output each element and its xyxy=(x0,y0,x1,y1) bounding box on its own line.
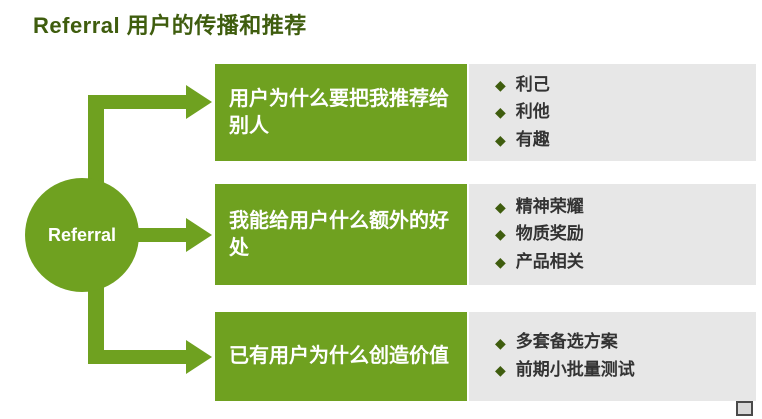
diagram-row-1: 用户为什么要把我推荐给别人 ◆ 利己 ◆ 利他 ◆ 有趣 xyxy=(215,64,756,161)
question-text-1: 用户为什么要把我推荐给别人 xyxy=(229,87,449,137)
list-item: ◆ 有趣 xyxy=(495,128,746,153)
bullet-text: 有趣 xyxy=(515,129,550,149)
question-box-1: 用户为什么要把我推荐给别人 xyxy=(215,64,467,161)
diamond-bullet-icon: ◆ xyxy=(495,362,506,379)
bullet-text: 产品相关 xyxy=(515,251,584,271)
list-item: ◆ 精神荣耀 xyxy=(495,195,746,220)
list-item: ◆ 利己 xyxy=(495,73,746,98)
diamond-bullet-icon: ◆ xyxy=(495,131,506,148)
page-title: Referral 用户的传播和推荐 xyxy=(33,13,307,38)
diamond-bullet-icon: ◆ xyxy=(495,104,506,121)
arrow-bottom-shaft xyxy=(88,350,188,364)
question-text-3: 已有用户为什么创造价值 xyxy=(229,345,449,367)
diamond-bullet-icon: ◆ xyxy=(495,76,506,93)
arrow-top-head-icon xyxy=(186,85,212,119)
diamond-bullet-icon: ◆ xyxy=(495,198,506,215)
answer-box-1: ◆ 利己 ◆ 利他 ◆ 有趣 xyxy=(469,64,756,161)
diagram-row-2: 我能给用户什么额外的好处 ◆ 精神荣耀 ◆ 物质奖励 ◆ 产品相关 xyxy=(215,184,756,285)
diamond-bullet-icon: ◆ xyxy=(495,253,506,270)
bullet-text: 多套备选方案 xyxy=(515,332,618,352)
diamond-bullet-icon: ◆ xyxy=(495,226,506,243)
question-text-2: 我能给用户什么额外的好处 xyxy=(229,209,449,259)
bullet-text: 利己 xyxy=(515,74,550,94)
bullet-text: 物质奖励 xyxy=(515,224,584,244)
diagram-row-3: 已有用户为什么创造价值 ◆ 多套备选方案 ◆ 前期小批量测试 xyxy=(215,312,756,401)
question-box-3: 已有用户为什么创造价值 xyxy=(215,312,467,401)
arrow-bottom xyxy=(88,340,212,374)
bullet-text: 利他 xyxy=(515,102,550,122)
list-item: ◆ 多套备选方案 xyxy=(495,330,746,355)
list-item: ◆ 物质奖励 xyxy=(495,222,746,247)
referral-circle-label: Referral xyxy=(47,224,117,245)
arrow-bottom-head-icon xyxy=(186,340,212,374)
arrow-top-shaft xyxy=(88,95,188,109)
answer-box-3: ◆ 多套备选方案 ◆ 前期小批量测试 xyxy=(469,312,756,401)
bullet-text: 精神荣耀 xyxy=(515,196,584,216)
arrow-middle-head-icon xyxy=(186,218,212,252)
list-item: ◆ 前期小批量测试 xyxy=(495,358,746,383)
bullet-text: 前期小批量测试 xyxy=(515,360,635,379)
arrow-top xyxy=(88,85,212,119)
question-box-2: 我能给用户什么额外的好处 xyxy=(215,184,467,285)
referral-circle: Referral xyxy=(25,178,139,292)
diamond-bullet-icon: ◆ xyxy=(495,334,506,351)
list-item: ◆ 利他 xyxy=(495,100,746,125)
answer-box-2: ◆ 精神荣耀 ◆ 物质奖励 ◆ 产品相关 xyxy=(469,184,756,285)
list-item: ◆ 产品相关 xyxy=(495,250,746,275)
corner-logo-icon xyxy=(736,401,753,416)
